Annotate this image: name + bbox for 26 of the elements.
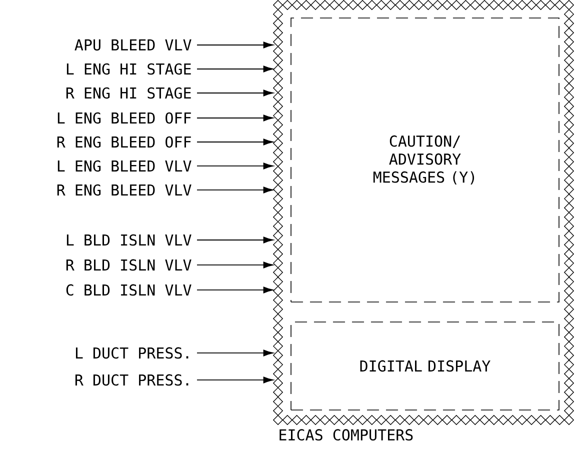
dashed-box: CAUTION/ ADVISORY MESSAGES (Y) <box>290 18 560 302</box>
arrow <box>196 376 274 384</box>
signal-label: R ENG BLEED OFF <box>57 136 191 148</box>
arrow <box>196 90 274 96</box>
arrow <box>196 350 274 356</box>
signal-label: L ENG HI STAGE <box>66 63 191 75</box>
arrow <box>196 236 274 244</box>
arrow <box>196 66 274 72</box>
signal-label: R ENG HI STAGE <box>66 87 191 99</box>
signal-label: R DUCT PRESS. <box>75 374 188 386</box>
arrow <box>196 138 274 146</box>
signal-label: R ENG BLEED VLV <box>57 184 192 196</box>
arrow <box>196 114 274 122</box>
dashed-box: DIGITAL DISPLAY <box>290 322 560 410</box>
arrow <box>196 42 274 48</box>
arrow <box>196 186 274 194</box>
signal-label: C BLD ISLN VLV <box>66 284 192 296</box>
signal-label: L DUCT PRESS. <box>76 347 188 359</box>
signal-label: L ENG BLEED VLV <box>58 160 192 172</box>
signal-label: L BLD ISLN VLV <box>66 234 192 246</box>
arrow <box>196 262 274 268</box>
signal-label: R BLD ISLN VLV <box>66 259 192 271</box>
arrow <box>196 286 274 294</box>
signal-label: L ENG BLEED OFF <box>58 112 191 124</box>
arrow <box>196 162 274 170</box>
signal-label: APU BLEED VLV <box>74 39 192 51</box>
